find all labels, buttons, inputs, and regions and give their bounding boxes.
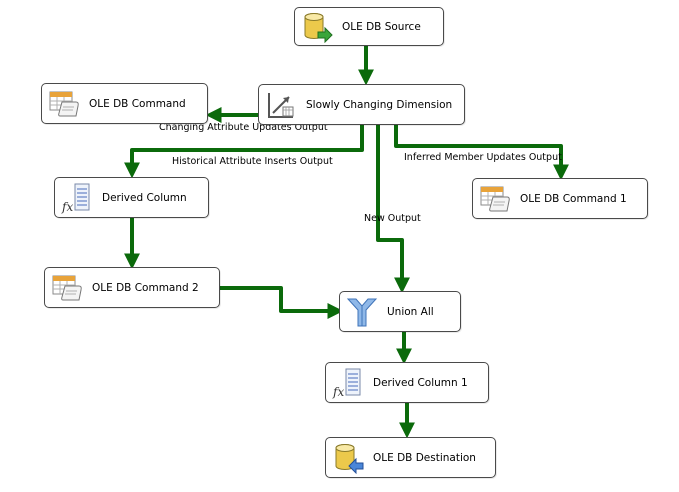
node-ole-db-source[interactable]: OLE DB Source bbox=[294, 7, 444, 46]
node-slowly-changing-dimension[interactable]: Slowly Changing Dimension bbox=[258, 84, 465, 125]
scd-icon bbox=[265, 89, 297, 121]
node-label: Derived Column bbox=[102, 191, 187, 204]
node-ole-db-destination[interactable]: OLE DB Destination bbox=[325, 437, 496, 478]
node-label: OLE DB Destination bbox=[373, 451, 476, 464]
svg-text:fx: fx bbox=[61, 200, 73, 214]
path-historical-inserts[interactable] bbox=[124, 125, 364, 179]
database-destination-icon bbox=[332, 442, 364, 474]
table-scroll-icon bbox=[48, 88, 80, 120]
path-command2-to-union[interactable] bbox=[220, 286, 344, 319]
node-union-all[interactable]: Union All bbox=[339, 291, 461, 332]
node-label: Slowly Changing Dimension bbox=[306, 98, 453, 111]
database-source-icon bbox=[301, 11, 333, 43]
fx-icon: fx bbox=[61, 182, 93, 214]
flow-label-changing-updates: Changing Attribute Updates Output bbox=[159, 122, 328, 133]
node-label: OLE DB Command bbox=[89, 97, 186, 110]
flow-label-new-output: New Output bbox=[364, 213, 421, 224]
node-ole-db-command-2[interactable]: OLE DB Command 2 bbox=[44, 267, 220, 308]
node-ole-db-command[interactable]: OLE DB Command bbox=[41, 83, 208, 124]
node-derived-column[interactable]: fx Derived Column bbox=[54, 177, 209, 218]
node-label: OLE DB Command 2 bbox=[92, 281, 199, 294]
svg-text:fx: fx bbox=[332, 385, 344, 399]
node-label: Union All bbox=[387, 305, 434, 318]
node-derived-column-1[interactable]: fx Derived Column 1 bbox=[325, 362, 489, 403]
table-scroll-icon bbox=[479, 183, 511, 215]
node-label: OLE DB Command 1 bbox=[520, 192, 627, 205]
path-new-output[interactable] bbox=[376, 125, 410, 294]
flow-label-historical-inserts: Historical Attribute Inserts Output bbox=[172, 156, 333, 167]
path-inferred-updates[interactable] bbox=[394, 125, 569, 181]
node-label: OLE DB Source bbox=[342, 20, 421, 33]
node-label: Derived Column 1 bbox=[373, 376, 468, 389]
table-scroll-icon bbox=[51, 272, 83, 304]
fx-icon: fx bbox=[332, 367, 364, 399]
flow-label-inferred-updates: Inferred Member Updates Output bbox=[404, 152, 562, 163]
union-funnel-icon bbox=[346, 296, 378, 328]
node-ole-db-command-1[interactable]: OLE DB Command 1 bbox=[472, 178, 648, 219]
